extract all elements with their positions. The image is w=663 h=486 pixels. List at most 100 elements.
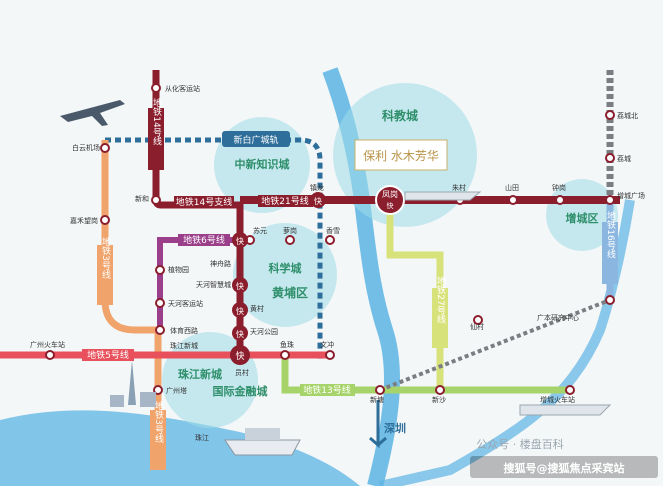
line-13	[281, 355, 570, 394]
station-zhiwuyuan: 植物园	[168, 265, 189, 274]
station-marker	[151, 83, 161, 93]
station-tianhekeyun: 天河客运站	[168, 299, 203, 308]
river-branch	[378, 199, 635, 486]
station-xintang: 新塘	[370, 395, 384, 404]
station-guangzhouhuochezhan: 广州火车站	[30, 340, 65, 349]
station-marker	[605, 295, 615, 305]
express-mark: 快	[236, 306, 244, 316]
fenggang-label: 凤岗	[382, 190, 398, 199]
station-shenzhoulu: 神舟路	[210, 259, 231, 268]
district-kexue	[233, 223, 337, 327]
station-xinhe: 新和	[135, 194, 149, 203]
station-zhujiang-river: 珠江	[195, 433, 209, 442]
project-logo-bg	[354, 139, 448, 171]
station-guangben: 广本研究中心	[537, 313, 579, 322]
district-huangpu-label: 黄埔区	[272, 285, 308, 300]
line-baiyun	[105, 137, 323, 360]
station-marker	[565, 385, 575, 395]
station-marker	[285, 235, 295, 245]
station-suyuan: 苏元	[253, 226, 267, 235]
station-xianggang: 香雪	[326, 226, 340, 235]
district-kejiao-label: 科教城	[382, 108, 418, 123]
district-zhujiang-label: 珠江新城	[178, 367, 222, 381]
station-guangzhouta: 广州塔	[166, 386, 187, 395]
baiyun-label-bg	[222, 131, 290, 147]
station-marker	[280, 350, 290, 360]
station-marker	[605, 110, 615, 120]
label-line21: 地铁21号线	[261, 195, 308, 207]
district-zhongxin-label: 中新知识城	[235, 157, 290, 171]
station-marker	[605, 153, 615, 163]
label-line16: 地铁16号线	[605, 210, 616, 259]
station-marker	[325, 350, 335, 360]
watermark-sohu: 搜狐号@搜狐焦点采宾站	[504, 461, 625, 475]
shenzhen-label: 深圳	[384, 421, 406, 435]
express-mark: 快	[314, 196, 322, 206]
baiyun-label: 新白广城轨	[233, 134, 278, 146]
express-mark: 快	[235, 350, 244, 362]
label-line14: 地铁14号线	[151, 97, 162, 146]
airplane-icon	[60, 100, 125, 126]
station-huangcun: 黄村	[250, 304, 264, 313]
district-zengcheng-label: 增城区	[566, 211, 599, 225]
station-marker	[508, 195, 518, 205]
station-zengchengguangchang: 增城广场	[617, 191, 645, 200]
station-marker	[155, 298, 165, 308]
station-xiancun: 仙村	[470, 322, 484, 331]
project-logo: 保利 水木芳华	[363, 149, 439, 163]
station-shantian: 山田	[505, 183, 519, 192]
station-marker	[151, 195, 161, 205]
watermark-wechat: 公众号 · 楼盘百科	[476, 437, 564, 451]
label-line6: 地铁6号线	[183, 234, 225, 246]
station-zhenlong: 镇龙	[310, 183, 324, 192]
express-stations: 快 快 快 快 快 快	[230, 192, 326, 365]
station-marker	[45, 350, 55, 360]
line-diagonal	[379, 298, 611, 392]
station-zhucun: 朱村	[452, 183, 466, 192]
station-tiyuxilu: 体育西路	[170, 326, 198, 335]
station-marker	[473, 315, 483, 325]
station-tianhezhihui: 天河智慧城	[196, 280, 231, 289]
station-wenchong: 文冲	[320, 340, 334, 349]
station-licheng: 荔城	[617, 154, 631, 163]
label-line13: 地铁13号线	[303, 384, 350, 396]
line-14	[152, 70, 244, 355]
station-marker	[605, 195, 615, 205]
river-pearl	[0, 410, 360, 486]
station-lichengbei: 荔城北	[617, 111, 638, 120]
station-tianhegongyuan: 天河公园	[250, 328, 278, 336]
station-marker	[155, 325, 165, 335]
fenggang-hub	[375, 185, 405, 215]
guangzhou-tower-icon	[110, 360, 156, 407]
shenzhen-arrow	[369, 400, 387, 449]
station-luogang: 萝岗	[283, 226, 297, 235]
express-mark: 快	[236, 236, 244, 246]
train-icon	[404, 191, 612, 416]
label-line5: 地铁5号线	[87, 349, 129, 361]
district-kexue-label: 科学城	[269, 261, 302, 275]
district-guoji-label: 国际金融城	[213, 384, 268, 398]
watermark-bg	[470, 456, 658, 478]
station-jiahe: 嘉禾望岗	[70, 216, 98, 225]
express-mark: 快	[236, 329, 244, 339]
label-line27: 地铁27号线	[435, 275, 446, 324]
station-yuzhu: 鱼珠	[280, 340, 294, 349]
label-line14-branch: 地铁14号支线	[176, 196, 232, 208]
ship-icon	[224, 428, 301, 456]
label-line3a: 地铁3号线	[100, 236, 111, 279]
station-zhonggang: 钟岗	[552, 183, 566, 192]
station-marker	[100, 215, 110, 225]
station-conghua: 从化客运站	[165, 84, 200, 93]
station-zengchenghuochezhan: 增城火车站	[540, 395, 575, 404]
express-mark: 快	[236, 281, 244, 291]
station-marker	[555, 195, 565, 205]
station-marker	[435, 385, 445, 395]
station-marker	[100, 143, 110, 153]
label-line3b: 地铁3号线	[153, 400, 164, 443]
station-marker	[155, 265, 165, 275]
station-marker	[325, 235, 335, 245]
fenggang-express: 快	[387, 201, 394, 210]
station-marker	[375, 385, 385, 395]
